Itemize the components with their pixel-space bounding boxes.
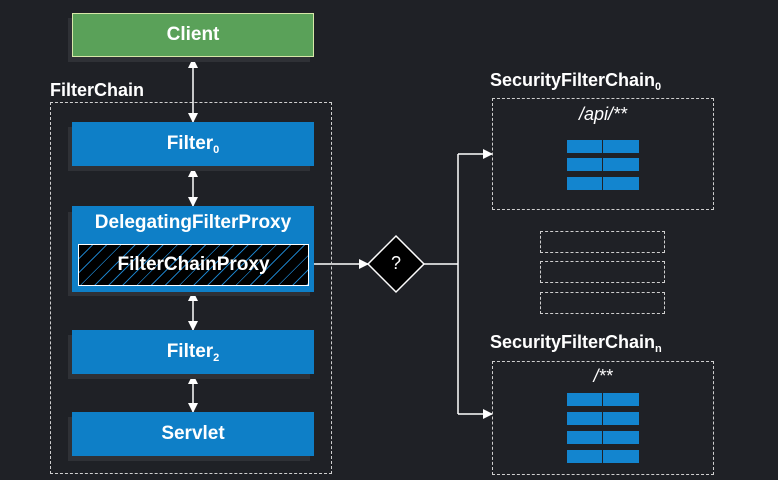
chain-placeholder: [540, 292, 665, 314]
filter-chain-title: FilterChain: [50, 80, 145, 100]
servlet-label: Servlet: [161, 423, 225, 444]
security-filter-chain-0-title: SecurityFilterChain0: [490, 70, 662, 93]
delegating-filter-proxy-label: DelegatingFilterProxy: [94, 212, 292, 233]
security-filter-chain-n-container: [492, 361, 714, 475]
servlet-box: Servlet: [72, 412, 314, 456]
filter-bar: [567, 412, 639, 425]
security-filter-chain-0-pattern: /api/**: [578, 104, 628, 124]
client-box: Client: [72, 13, 314, 57]
filter2-box: Filter2: [72, 330, 314, 374]
chain-placeholder: [540, 231, 665, 253]
filter-bar-divider: [602, 393, 603, 463]
client-label: Client: [166, 24, 220, 45]
filter-bar: [567, 431, 639, 444]
filter-chain-proxy-box: FilterChainProxy: [78, 244, 309, 286]
filter0-box: Filter0: [72, 122, 314, 166]
filter-bar: [567, 140, 639, 153]
filter0-label: Filter0: [166, 132, 220, 156]
filter-chain-proxy-label: FilterChainProxy: [117, 254, 270, 275]
filter-bar-divider: [602, 140, 603, 190]
filter-bar: [567, 393, 639, 406]
decision-diamond: [366, 234, 426, 294]
security-filter-chain-n-pattern: /**: [593, 366, 613, 386]
filter-chain-container: [50, 102, 332, 474]
filter-bar: [567, 177, 639, 190]
security-filter-chain-0-container: [492, 98, 714, 210]
filter-bar: [567, 158, 639, 171]
decision-label: ?: [390, 253, 401, 273]
security-filter-chain-n-title: SecurityFilterChainn: [490, 332, 662, 355]
delegating-filter-proxy-box: DelegatingFilterProxy FilterChainProxy: [72, 206, 314, 292]
filter-bar: [567, 450, 639, 463]
chain-placeholder: [540, 261, 665, 283]
filter2-label: Filter2: [166, 340, 220, 364]
